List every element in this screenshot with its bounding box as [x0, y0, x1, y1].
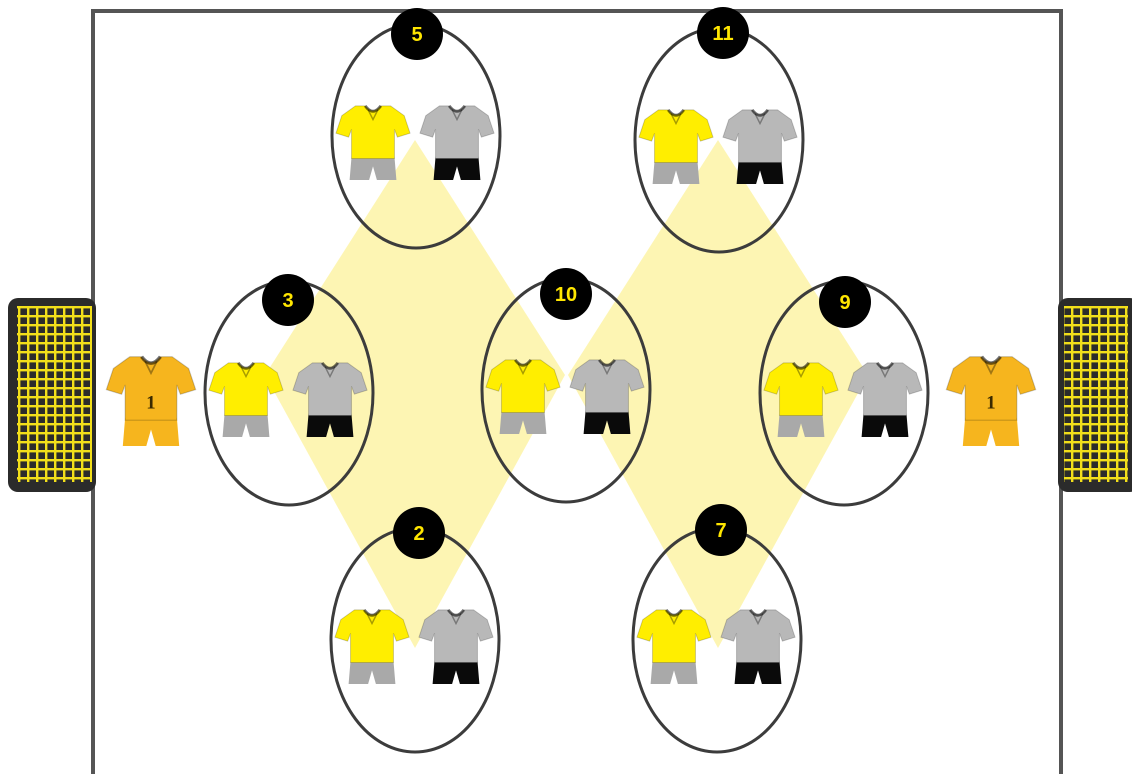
- number-badge: [262, 274, 314, 326]
- number-badge: [540, 268, 592, 320]
- yellow-team-kit: [763, 361, 839, 437]
- station-9: 9: [758, 276, 930, 507]
- number-badge: [819, 276, 871, 328]
- grey-team-kit: [847, 361, 923, 437]
- grey-team-kit: [418, 608, 494, 684]
- yellow-team-kit: [485, 358, 561, 434]
- number-badge: [695, 504, 747, 556]
- yellow-team-kit: [335, 104, 411, 180]
- goalkeeper-number: 1: [146, 392, 155, 413]
- station-number: 3: [282, 290, 293, 312]
- station-number: 9: [839, 292, 850, 314]
- grey-team-kit: [722, 108, 798, 184]
- station-7: 7: [631, 504, 803, 754]
- station-3: 3: [203, 274, 375, 507]
- yellow-team-kit: [208, 361, 284, 437]
- station-11: 11: [633, 7, 805, 254]
- grey-team-kit: [292, 361, 368, 437]
- passing-diamond-left: [265, 140, 565, 648]
- station-number: 5: [411, 24, 422, 46]
- station-number: 7: [715, 520, 726, 542]
- goal-left: [8, 298, 96, 492]
- yellow-team-kit: [334, 608, 410, 684]
- station-number: 2: [413, 523, 424, 545]
- number-badge: [393, 507, 445, 559]
- station-2: 2: [329, 507, 501, 754]
- grey-team-kit: [419, 104, 495, 180]
- yellow-team-kit: [636, 608, 712, 684]
- station-number: 10: [555, 284, 577, 306]
- goalkeeper-kit-left: 1: [105, 355, 197, 446]
- goalkeeper-number: 1: [986, 392, 995, 413]
- grey-team-kit: [569, 358, 645, 434]
- grey-team-kit: [720, 608, 796, 684]
- number-badge: [697, 7, 749, 59]
- goalkeeper-kit-right: 1: [945, 355, 1037, 446]
- goal-right: [1058, 298, 1132, 492]
- station-number: 11: [712, 23, 733, 45]
- station-10: 10: [480, 268, 652, 504]
- yellow-team-kit: [638, 108, 714, 184]
- station-5: 5: [330, 8, 502, 250]
- passing-diamond-right: [568, 140, 868, 648]
- number-badge: [391, 8, 443, 60]
